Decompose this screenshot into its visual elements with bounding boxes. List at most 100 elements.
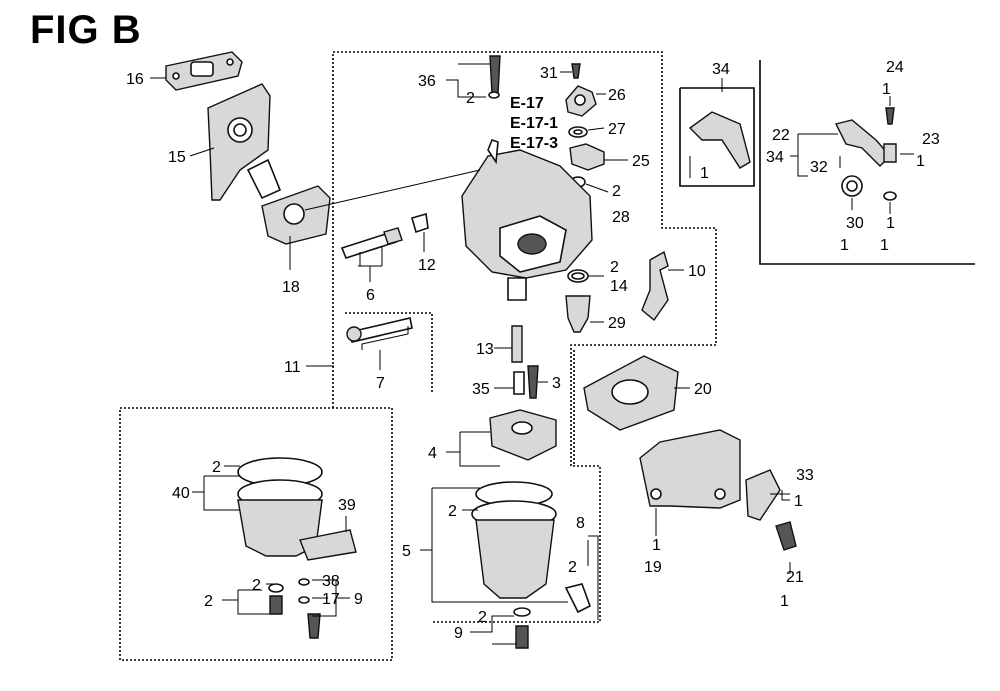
part-31-screw <box>571 63 581 79</box>
callout: 22 <box>772 127 790 144</box>
callout: 2 <box>448 503 457 520</box>
callout-labels: 16 15 18 36 2 31 26 27 25 2 28 12 6 2 14… <box>126 59 940 642</box>
part-9-drain-bolt <box>513 607 531 649</box>
callout: 9 <box>454 625 463 642</box>
callout: 39 <box>338 497 356 514</box>
part-8-bolt <box>564 583 591 614</box>
callout: 1 <box>700 165 709 182</box>
callout: 2 <box>204 593 213 610</box>
part-16-gasket <box>165 51 243 91</box>
callout: 17 <box>322 591 340 608</box>
callout: 9 <box>354 591 363 608</box>
part-10-lever <box>641 250 669 322</box>
callout: 14 <box>610 278 628 295</box>
part-22-lever <box>834 119 891 167</box>
callout: 32 <box>810 159 828 176</box>
part-30-nut <box>883 191 897 201</box>
callout: 2 <box>612 183 621 200</box>
callout: 16 <box>126 71 144 88</box>
callout: 1 <box>880 237 889 254</box>
callout: 1 <box>886 215 895 232</box>
part-19-clip <box>745 469 781 521</box>
callout: 2 <box>466 90 475 107</box>
part-20-bracket <box>639 429 741 509</box>
callout: 7 <box>376 375 385 392</box>
callout: 2 <box>610 259 619 276</box>
callout: 26 <box>608 87 626 104</box>
part-25-valve <box>569 143 605 171</box>
callout: 33 <box>796 467 814 484</box>
callout: 10 <box>688 263 706 280</box>
callout: 36 <box>418 73 436 90</box>
callout: 20 <box>694 381 712 398</box>
part-9-bolt-left <box>268 583 284 615</box>
part-40-float-bowl <box>237 457 357 561</box>
part-3-needle <box>527 365 539 399</box>
callout: 5 <box>402 543 411 560</box>
callout: 8 <box>576 515 585 532</box>
callout: 25 <box>632 153 650 170</box>
callout: 34 <box>766 149 784 166</box>
carburetor-body <box>461 139 593 301</box>
callout: 24 <box>886 59 904 76</box>
part-33-screw <box>775 521 797 551</box>
part-32-screw <box>885 107 895 125</box>
group-boundaries <box>119 51 975 661</box>
callout: 29 <box>608 315 626 332</box>
part-26-cap <box>565 85 597 117</box>
callout: 1 <box>882 81 891 98</box>
part-5-float-bowl <box>471 481 557 599</box>
callout: 2 <box>478 609 487 626</box>
callout: 1 <box>652 537 661 554</box>
part-7-screw <box>346 317 413 343</box>
callout: 30 <box>846 215 864 232</box>
part-15-bracket <box>207 83 282 201</box>
part-17-gasket <box>583 355 679 431</box>
part-23-spring <box>841 175 863 197</box>
callout: 3 <box>552 375 561 392</box>
callout: 23 <box>922 131 940 148</box>
callout: 13 <box>476 341 494 358</box>
callout: 11 <box>284 359 301 376</box>
part-38-valve <box>298 578 321 639</box>
part-21-lever <box>688 111 751 169</box>
callout: 12 <box>418 257 436 274</box>
callout: 1 <box>780 593 789 610</box>
leader-lines <box>150 63 914 645</box>
reference-labels: E-17 E-17-1 E-17-3 <box>510 95 558 152</box>
part-6-screw <box>340 227 403 259</box>
part-24-collar <box>883 143 897 163</box>
part-29-jet <box>565 295 591 333</box>
callout: 35 <box>472 381 490 398</box>
ref-e17: E-17 <box>510 95 544 112</box>
callout: 27 <box>608 121 626 138</box>
callout: 1 <box>794 493 803 510</box>
part-4-float <box>489 409 557 461</box>
callout: 18 <box>282 279 300 296</box>
callout: 6 <box>366 287 375 304</box>
ref-e17-1: E-17-1 <box>510 115 558 132</box>
callout: 28 <box>612 209 630 226</box>
callout: 38 <box>322 573 340 590</box>
callout: 4 <box>428 445 437 462</box>
ref-e17-3: E-17-3 <box>510 135 558 152</box>
figure-title: FIG B <box>30 8 142 52</box>
callout: 2 <box>212 459 221 476</box>
callout: 2 <box>568 559 577 576</box>
callout: 34 <box>712 61 730 78</box>
callout: 21 <box>786 569 804 586</box>
part-36-screw <box>488 55 501 99</box>
part-35-spring <box>513 371 525 395</box>
part-14-oring <box>567 269 589 283</box>
callout: 1 <box>916 153 925 170</box>
part-18-gasket <box>261 185 331 245</box>
part-27-oring <box>568 126 588 138</box>
callout: 40 <box>172 485 190 502</box>
callout: 15 <box>168 149 186 166</box>
callout: 2 <box>252 577 261 594</box>
callout: 19 <box>644 559 662 576</box>
callout: 1 <box>840 237 849 254</box>
part-13-nozzle <box>511 325 523 363</box>
callout: 31 <box>540 65 558 82</box>
